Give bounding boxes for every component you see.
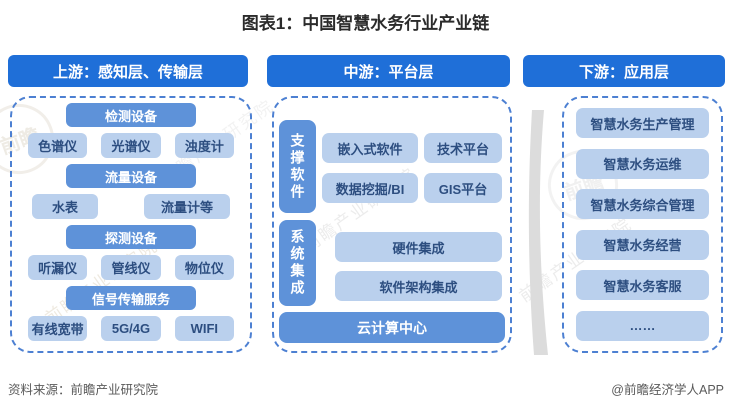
item-box: 嵌入式软件: [322, 133, 418, 163]
list-item: 智慧水务综合管理: [576, 189, 709, 220]
list-item: 智慧水务经营: [576, 229, 709, 260]
page-title: 图表1：中国智慧水务行业产业链: [241, 14, 490, 33]
item-box: GIS平台: [424, 173, 502, 203]
item-box: 软件架构集成: [335, 271, 502, 301]
midstream-panel: 支撑软件 嵌入式软件 技术平台 数据挖掘/BI GIS平台 系统集成 硬件集成 …: [272, 96, 512, 353]
divider-shape: [528, 110, 548, 355]
item-box: 技术平台: [424, 133, 502, 163]
item-box: 色谱仪: [28, 133, 88, 158]
item-box: 5G/4G: [101, 316, 161, 341]
item-box: 光谱仪: [101, 133, 161, 158]
flow-items-row: 水表 流量计等: [20, 194, 242, 219]
group-header-detection-equipment: 检测设备: [66, 103, 196, 127]
upstream-panel: 检测设备 色谱仪 光谱仪 浊度计 流量设备 水表 流量计等 探测设备 听漏仪 管…: [10, 96, 252, 353]
footer-source: 资料来源：前瞻产业研究院: [8, 383, 159, 397]
probe-items-row: 听漏仪 管线仪 物位仪: [20, 255, 242, 280]
item-box: 有线宽带: [28, 316, 88, 341]
item-box: 管线仪: [101, 255, 161, 280]
item-box: 流量计等: [144, 194, 230, 219]
item-box: 浊度计: [174, 133, 234, 158]
downstream-panel: 智慧水务生产管理 智慧水务运维 智慧水务综合管理 智慧水务经营 智慧水务客服 ……: [562, 96, 723, 353]
group-header-signal-transmission: 信号传输服务: [66, 286, 196, 310]
group-header-probe-equipment: 探测设备: [66, 225, 196, 249]
item-box: 硬件集成: [335, 232, 502, 262]
list-item: 智慧水务生产管理: [576, 108, 709, 138]
item-box: 听漏仪: [28, 255, 88, 280]
column-header-downstream: 下游：应用层: [523, 55, 725, 87]
cloud-computing-box: 云计算中心: [279, 312, 505, 343]
item-box: 数据挖掘/BI: [322, 173, 418, 203]
detection-items-row: 色谱仪 光谱仪 浊度计: [20, 133, 242, 158]
item-box: WIFI: [174, 316, 234, 341]
signal-items-row: 有线宽带 5G/4G WIFI: [20, 316, 242, 341]
list-item: 智慧水务运维: [576, 148, 709, 179]
list-item: ……: [576, 310, 709, 341]
system-integration-label: 系统集成: [279, 220, 316, 306]
group-header-flow-equipment: 流量设备: [66, 164, 196, 188]
list-item: 智慧水务客服: [576, 270, 709, 301]
item-box: 水表: [32, 194, 98, 219]
item-box: 物位仪: [174, 255, 234, 280]
column-header-midstream: 中游：平台层: [267, 55, 510, 87]
column-header-upstream: 上游：感知层、传输层: [8, 55, 248, 87]
support-software-label: 支撑软件: [279, 120, 316, 213]
footer-credit: @前瞻经济学人APP: [611, 383, 724, 397]
